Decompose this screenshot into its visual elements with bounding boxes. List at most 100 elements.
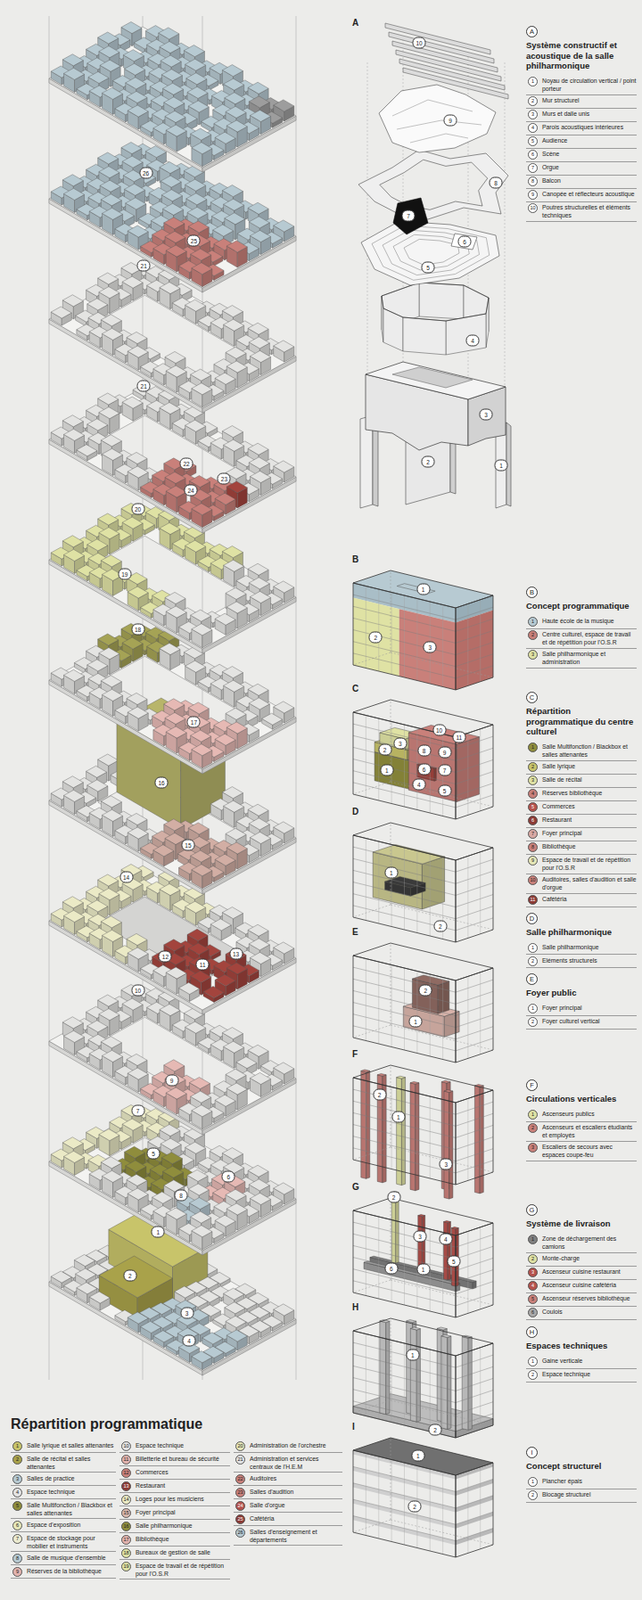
block-face: [273, 1183, 295, 1195]
block-face: [185, 540, 206, 552]
block-face: [98, 166, 120, 179]
block-face: [225, 828, 247, 840]
block-face: [210, 919, 231, 931]
block-face: [164, 1060, 185, 1072]
block-face: [187, 929, 208, 941]
block-face: [223, 800, 245, 813]
block-face: [102, 1170, 124, 1183]
block-face: [102, 930, 124, 942]
block-face: [190, 1211, 212, 1224]
block-face: [164, 712, 186, 725]
block-face: [187, 1169, 208, 1182]
block-face: [126, 1174, 148, 1186]
guide-line: [49, 16, 50, 1381]
slab: [98, 897, 247, 983]
block-face: [159, 883, 181, 896]
block-face: [273, 460, 295, 473]
block-face: [191, 1105, 213, 1118]
slab-edge: [202, 236, 297, 293]
block-face: [126, 933, 148, 946]
block-face: [62, 1017, 83, 1029]
block-face: [122, 517, 143, 529]
block-face: [125, 197, 147, 210]
block-face: [98, 648, 120, 660]
block-face: [185, 660, 206, 673]
block-face: [87, 780, 108, 792]
block-face: [163, 203, 184, 215]
block-face: [102, 1050, 124, 1062]
block-face: [62, 897, 83, 909]
block-face: [185, 1021, 206, 1034]
block-face: [99, 180, 121, 192]
block-face: [188, 702, 209, 715]
block-face: [89, 1292, 110, 1304]
block-face: [122, 156, 143, 168]
block-face: [75, 1268, 97, 1281]
block-face: [127, 1188, 149, 1201]
block-face: [222, 666, 243, 679]
block-face: [153, 1331, 174, 1343]
block-face: [226, 1330, 247, 1342]
floor-plate: [49, 984, 297, 1136]
slab-edge: [49, 680, 203, 774]
block-face: [98, 272, 119, 285]
block-face: [247, 202, 269, 214]
floor-plate: [49, 864, 297, 1015]
block-face: [248, 818, 270, 831]
block-face: [64, 428, 85, 441]
block-face: [102, 207, 124, 220]
block-face: [64, 1030, 85, 1043]
block-face: [249, 1072, 271, 1085]
block-face: [191, 624, 213, 636]
block-face: [262, 713, 283, 725]
block-face: [159, 1124, 181, 1136]
block-face: [188, 943, 209, 955]
block-face: [273, 1304, 295, 1317]
block-face: [127, 1068, 149, 1080]
slab: [49, 1110, 297, 1252]
block-face: [127, 947, 149, 960]
guide-line: [296, 16, 297, 1381]
block-face: [87, 298, 108, 311]
block-face: [190, 971, 212, 983]
slab-edge: [49, 319, 203, 413]
block-face: [185, 1142, 206, 1154]
block-face: [108, 1210, 208, 1268]
floor-stack: [49, 21, 297, 1376]
slab-edge: [202, 717, 297, 774]
block-face: [64, 549, 85, 561]
block-face: [163, 1166, 184, 1178]
block-face: [98, 513, 119, 526]
block-face: [98, 152, 119, 165]
block-face: [186, 193, 207, 206]
block-face: [87, 1020, 108, 1033]
block-face: [223, 1041, 245, 1054]
floor-plate: [49, 262, 297, 413]
block-face: [98, 754, 119, 766]
slab-edge: [202, 838, 297, 895]
slab-edge: [49, 1041, 203, 1136]
block-face: [50, 306, 72, 319]
block-face: [100, 314, 122, 327]
block-face: [86, 765, 107, 778]
block-face: [165, 967, 187, 980]
block-face: [248, 337, 270, 349]
block-face: [98, 1009, 120, 1021]
block-face: [87, 659, 108, 672]
block-face: [214, 854, 236, 866]
block-face: [191, 1226, 213, 1238]
block-face: [189, 1077, 210, 1089]
slab: [49, 267, 297, 409]
block-face: [160, 1138, 182, 1151]
block-face: [160, 175, 182, 188]
block-face: [222, 1148, 243, 1161]
block-face: [273, 822, 295, 834]
block-face: [164, 699, 185, 711]
slab: [49, 869, 297, 1011]
block-face: [223, 319, 245, 331]
block-face: [247, 322, 269, 335]
block-face: [62, 174, 83, 187]
block-face: [62, 415, 83, 428]
block-face: [190, 609, 212, 622]
block-face: [273, 340, 295, 353]
